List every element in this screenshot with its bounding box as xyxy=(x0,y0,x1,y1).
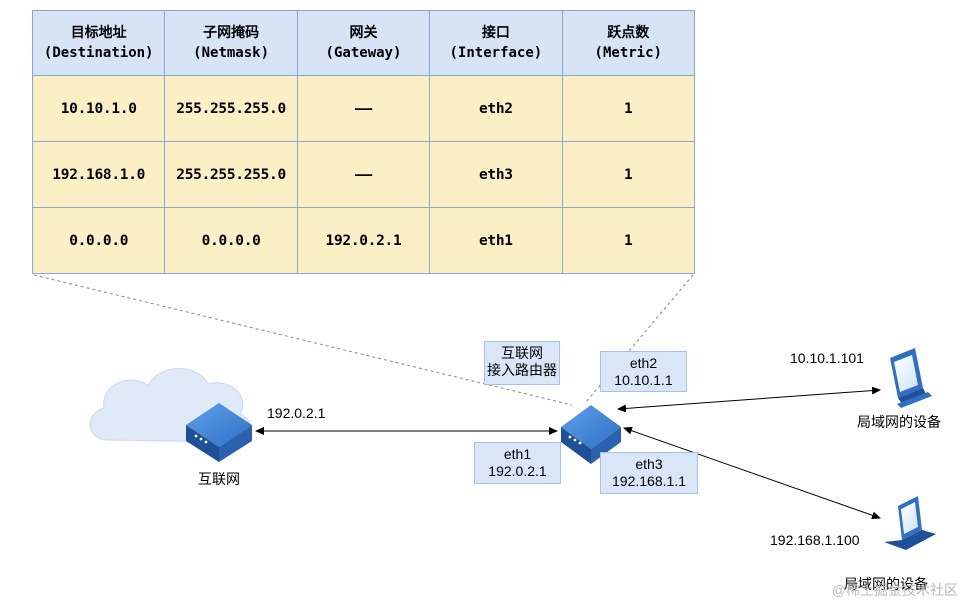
internet-ip-label: 192.0.2.1 xyxy=(267,405,326,421)
router-name-line2: 接入路由器 xyxy=(487,362,557,378)
cell-gateway: 192.0.2.1 xyxy=(296,207,431,274)
route-table: 目标地址(Destination) 子网掩码(Netmask) 网关(Gatew… xyxy=(31,10,695,274)
header-gateway: 网关(Gateway) xyxy=(296,10,431,76)
cell-netmask: 255.255.255.0 xyxy=(164,75,298,142)
cell-netmask: 255.255.255.0 xyxy=(164,141,298,208)
cell-destination: 0.0.0.0 xyxy=(31,207,166,274)
eth3-box: eth3 192.168.1.1 xyxy=(600,452,698,494)
cell-metric: 1 xyxy=(561,75,695,142)
eth2-name: eth2 xyxy=(629,355,658,371)
device2-ip: 192.168.1.100 xyxy=(770,532,860,548)
laptop-icon xyxy=(884,496,936,550)
table-header-row: 目标地址(Destination) 子网掩码(Netmask) 网关(Gatew… xyxy=(31,10,695,76)
cell-interface: eth3 xyxy=(429,141,563,208)
links xyxy=(255,386,881,520)
eth1-name: eth1 xyxy=(503,446,532,462)
header-netmask: 子网掩码(Netmask) xyxy=(164,10,298,76)
eth1-box: eth1 192.0.2.1 xyxy=(474,442,561,484)
header-interface: 接口(Interface) xyxy=(429,10,563,76)
desktop-computer-icon xyxy=(890,348,932,408)
eth3-name: eth3 xyxy=(635,456,663,472)
access-router-icon xyxy=(561,405,621,464)
eth3-ip: 192.168.1.1 xyxy=(612,473,686,489)
cell-metric: 1 xyxy=(561,207,695,274)
cell-netmask: 0.0.0.0 xyxy=(164,207,298,274)
internet-router-icon xyxy=(186,403,252,462)
cell-gateway: —— xyxy=(296,141,431,208)
router-name-line1: 互联网 xyxy=(501,345,543,361)
cell-destination: 10.10.1.0 xyxy=(31,75,166,142)
device1-ip: 10.10.1.101 xyxy=(790,350,864,366)
router-name-box: 互联网 接入路由器 xyxy=(484,341,560,385)
header-destination: 目标地址(Destination) xyxy=(31,10,166,76)
eth1-ip: 192.0.2.1 xyxy=(488,463,547,479)
header-metric: 跃点数(Metric) xyxy=(561,10,695,76)
cell-metric: 1 xyxy=(561,141,695,208)
cell-destination: 192.168.1.0 xyxy=(31,141,166,208)
table-row: 0.0.0.0 0.0.0.0 192.0.2.1 eth1 1 xyxy=(31,207,695,274)
device1-label: 局域网的设备 xyxy=(857,414,941,430)
eth2-box: eth2 10.10.1.1 xyxy=(600,351,687,392)
eth2-ip: 10.10.1.1 xyxy=(614,372,673,388)
internet-label: 互联网 xyxy=(198,471,240,487)
table-row: 192.168.1.0 255.255.255.0 —— eth3 1 xyxy=(31,141,695,208)
watermark: @稀土掘金技术社区 xyxy=(831,582,958,598)
table-row: 10.10.1.0 255.255.255.0 —— eth2 1 xyxy=(31,75,695,142)
cell-gateway: —— xyxy=(296,75,431,142)
cell-interface: eth1 xyxy=(429,207,563,274)
device2-label: 局域网的设备 xyxy=(844,576,928,592)
